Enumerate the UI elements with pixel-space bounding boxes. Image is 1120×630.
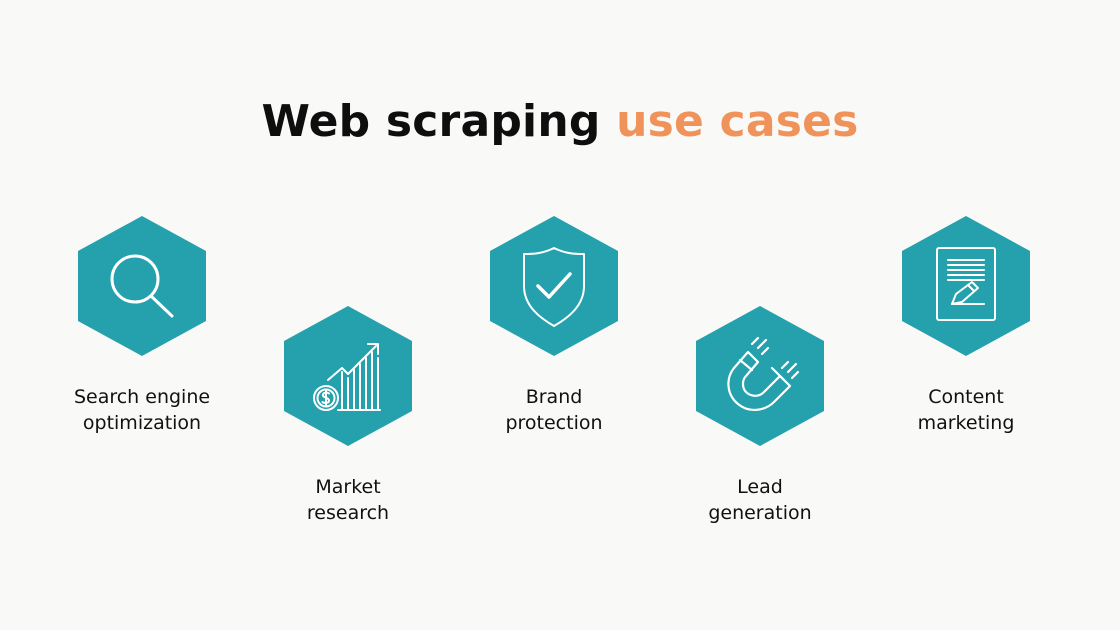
document-pencil-icon (936, 247, 996, 321)
hexagon-badge (696, 306, 824, 446)
growth-chart-dollar-icon (313, 343, 381, 411)
magnifier-icon (110, 254, 174, 318)
use-case-label: Lead generation (708, 476, 812, 524)
use-case-label: Search engine optimization (73, 386, 211, 434)
hexagon-badge (78, 216, 206, 356)
magnet-icon (727, 336, 800, 411)
use-case-label: Brand protection (505, 386, 603, 434)
title-main: Web scraping (261, 96, 617, 147)
title-accent: use cases (616, 96, 859, 147)
hexagon-badge (284, 306, 412, 446)
page-title: Web scraping use cases (0, 96, 1120, 147)
use-case-label: Content marketing (917, 386, 1015, 434)
hexagon-badge (490, 216, 618, 356)
use-case-label: Market research (306, 476, 390, 524)
shield-check-icon (523, 247, 585, 327)
hexagon-badge (902, 216, 1030, 356)
